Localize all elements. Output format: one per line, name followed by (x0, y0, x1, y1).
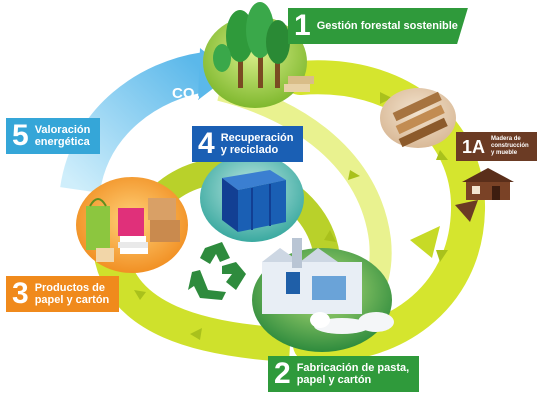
recycle-bale-icon (200, 154, 304, 242)
branch-arrowhead (455, 200, 478, 222)
forest-icon (203, 2, 314, 108)
step-1a-label: 1A Madera de construcción y mueble (456, 132, 537, 161)
wood-planks-icon (380, 88, 456, 148)
paper-mill-icon (252, 238, 394, 352)
step-3-label: 3 Productos de papel y cartón (6, 276, 120, 312)
co2-arrow-icon (60, 52, 209, 194)
co2-label: CO2 (172, 85, 200, 104)
house-icon (462, 168, 514, 200)
paper-products-icon (76, 177, 188, 273)
recycle-symbol-icon (188, 242, 246, 300)
cycle-arc-bottom (93, 246, 291, 362)
cycle-arrowhead (410, 226, 440, 258)
step-4-label: 4 Recuperación y reciclado (192, 126, 304, 162)
step-2-label: 2 Fabricación de pasta, papel y cartón (268, 356, 420, 392)
step-5-label: 5 Valoración energética (6, 118, 101, 154)
step-1-label: 1 Gestión forestal sostenible (288, 8, 468, 44)
